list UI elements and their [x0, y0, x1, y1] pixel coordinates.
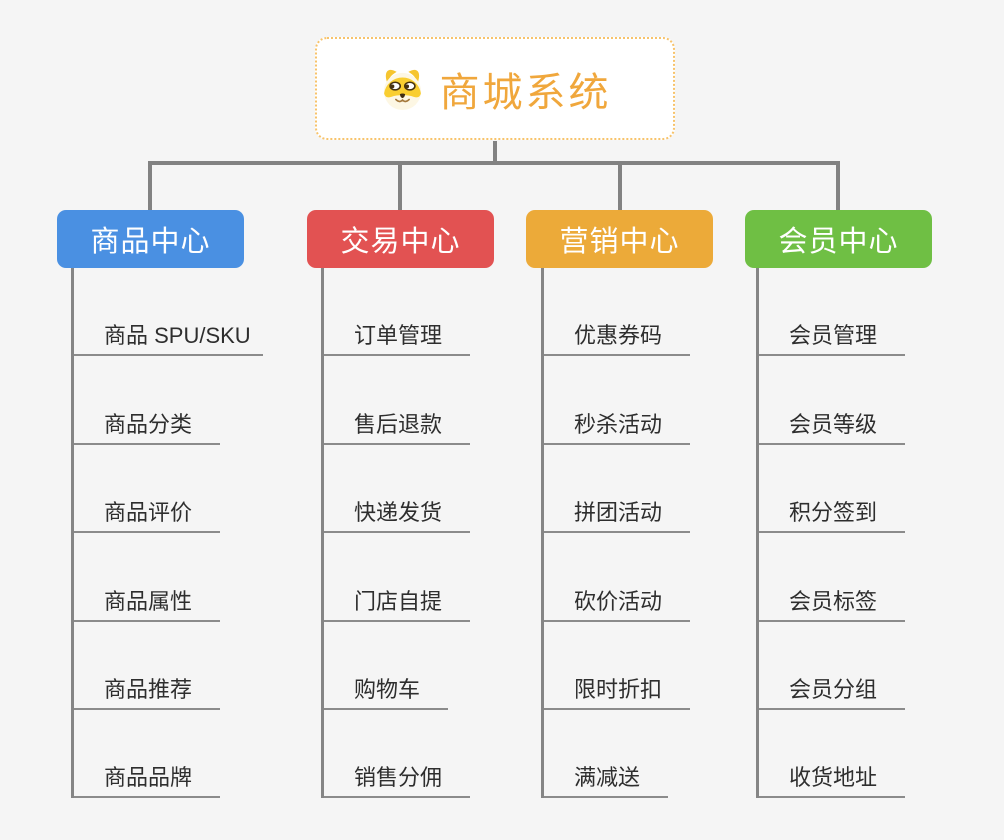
- topic-node[interactable]: 砍价活动: [544, 533, 691, 622]
- root-node-mall-system[interactable]: 商城系统: [315, 37, 675, 140]
- topic-node[interactable]: 订单管理: [324, 268, 471, 357]
- topic-node[interactable]: 商品品牌: [74, 710, 221, 799]
- topic-node[interactable]: 积分签到: [759, 445, 906, 534]
- topic-label: 积分签到: [789, 500, 878, 526]
- branch-node-member-center[interactable]: 会员中心: [745, 210, 932, 268]
- topic-label: 销售分佣: [354, 765, 443, 791]
- topic-node[interactable]: 会员等级: [759, 356, 906, 445]
- topic-label: 会员等级: [789, 411, 878, 437]
- topic-node[interactable]: 商品分类: [74, 356, 221, 445]
- topic-label: 门店自提: [354, 588, 443, 614]
- topic-node[interactable]: 商品评价: [74, 445, 221, 534]
- branch-children-trade-center: 订单管理 售后退款 快递发货 门店自提 购物车 销售分佣: [321, 268, 471, 799]
- topic-node[interactable]: 售后退款: [324, 356, 471, 445]
- branch-children-member-center: 会员管理 会员等级 积分签到 会员标签 会员分组 收货地址: [756, 268, 906, 799]
- topic-label: 订单管理: [354, 323, 443, 349]
- topic-label: 商品属性: [104, 588, 193, 614]
- topic-label: 会员标签: [789, 588, 878, 614]
- topic-label: 商品评价: [104, 500, 193, 526]
- topic-node[interactable]: 门店自提: [324, 533, 471, 622]
- dog-face-icon: [383, 69, 421, 111]
- root-node-title: 商城系统: [439, 70, 612, 115]
- topic-node[interactable]: 满减送: [544, 710, 669, 799]
- topic-node[interactable]: 商品属性: [74, 533, 221, 622]
- topic-label: 限时折扣: [574, 676, 663, 702]
- topic-label: 砍价活动: [574, 588, 663, 614]
- topic-node[interactable]: 商品推荐: [74, 622, 221, 710]
- topic-node[interactable]: 会员管理: [759, 268, 906, 357]
- topic-node[interactable]: 快递发货: [324, 445, 471, 534]
- connector-horizontal-bus: [148, 161, 840, 165]
- connector-drop-marketing: [618, 161, 622, 210]
- connector-root-stem: [493, 141, 497, 163]
- connector-drop-member: [836, 161, 840, 210]
- topic-label: 优惠券码: [574, 323, 663, 349]
- topic-label: 会员管理: [789, 323, 878, 349]
- topic-node[interactable]: 收货地址: [759, 710, 906, 799]
- topic-node[interactable]: 商品 SPU/SKU: [74, 268, 263, 357]
- branch-node-product-center[interactable]: 商品中心: [57, 210, 244, 268]
- branch-children-marketing-center: 优惠券码 秒杀活动 拼团活动 砍价活动 限时折扣 满减送: [541, 268, 691, 799]
- topic-node[interactable]: 会员标签: [759, 533, 906, 622]
- topic-label: 拼团活动: [574, 500, 663, 526]
- branch-children-product-center: 商品 SPU/SKU 商品分类 商品评价 商品属性 商品推荐 商品品牌: [71, 268, 263, 799]
- topic-label: 售后退款: [354, 411, 443, 437]
- topic-label: 秒杀活动: [574, 411, 663, 437]
- branch-node-marketing-center[interactable]: 营销中心: [526, 210, 713, 268]
- topic-node[interactable]: 销售分佣: [324, 710, 471, 799]
- connector-drop-product: [148, 161, 152, 210]
- topic-label: 收货地址: [789, 765, 878, 791]
- topic-label: 商品推荐: [104, 676, 193, 702]
- topic-label: 商品分类: [104, 411, 193, 437]
- topic-label: 满减送: [574, 765, 641, 791]
- topic-node[interactable]: 优惠券码: [544, 268, 691, 357]
- topic-node[interactable]: 拼团活动: [544, 445, 691, 534]
- topic-label: 商品品牌: [104, 765, 193, 791]
- topic-node[interactable]: 限时折扣: [544, 622, 691, 710]
- topic-label: 购物车: [354, 676, 421, 702]
- topic-node[interactable]: 会员分组: [759, 622, 906, 710]
- topic-label: 会员分组: [789, 676, 878, 702]
- topic-node[interactable]: 秒杀活动: [544, 356, 691, 445]
- topic-label: 快递发货: [354, 500, 443, 526]
- topic-node[interactable]: 购物车: [324, 622, 449, 710]
- branch-node-trade-center[interactable]: 交易中心: [307, 210, 494, 268]
- connector-drop-trade: [398, 161, 402, 210]
- topic-label: 商品 SPU/SKU: [104, 323, 251, 349]
